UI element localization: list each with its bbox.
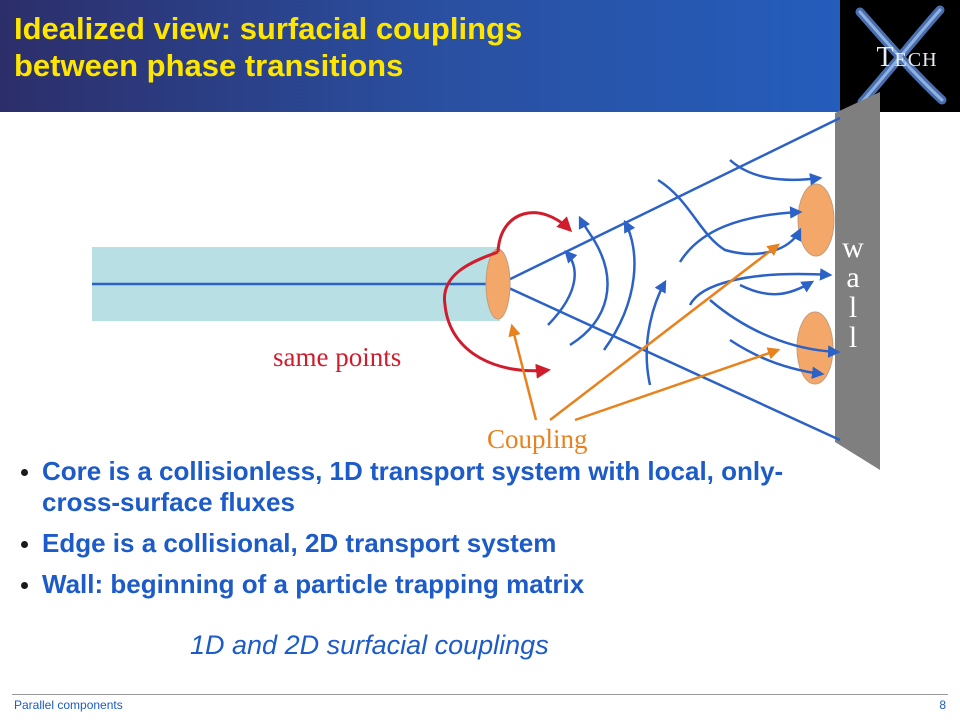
wall-letter-l1: l (848, 291, 858, 324)
logo-wordmark: TECH (862, 42, 952, 74)
coupling-label: Coupling (487, 424, 588, 454)
bullet-core: Core is a collisionless, 1D transport sy… (18, 456, 848, 518)
coupling-arrow-wall-upper (549, 243, 780, 421)
bullet-dot-icon (21, 582, 28, 589)
wall-slab (835, 92, 880, 470)
title-line-2: between phase transitions (14, 48, 404, 83)
flux-line-7 (645, 279, 667, 386)
logo-first-letter: T (876, 42, 895, 73)
footer-divider (12, 694, 948, 695)
flux-line-3 (602, 219, 636, 351)
bullet-edge: Edge is a collisional, 2D transport syst… (18, 528, 848, 559)
wall-letter-l2: l (848, 321, 858, 354)
flux-line-11 (729, 338, 825, 379)
bullet-text: Edge is a collisional, 2D transport syst… (42, 528, 557, 558)
wall-interface-upper (797, 183, 835, 257)
coupling-arrow-wall-lower (574, 347, 781, 422)
same-points-arrow-upper (496, 211, 573, 253)
flux-line-8 (709, 299, 841, 358)
edge-upper-boundary (499, 116, 841, 286)
flux-line-10 (729, 159, 823, 186)
wall-letter-a: a (846, 261, 860, 294)
bullet-text: Core is a collisionless, 1D transport sy… (42, 456, 784, 517)
slide-title: Idealized view: surfacial couplings betw… (14, 10, 814, 84)
edge-lower-boundary (499, 282, 841, 442)
couplings-subtitle: 1D and 2D surfacial couplings (190, 630, 549, 660)
bullet-dot-icon (21, 469, 28, 476)
bullet-wall: Wall: beginning of a particle trapping m… (18, 569, 848, 600)
core-edge-interface (485, 248, 511, 320)
logo-rest-letters: ECH (894, 49, 938, 71)
flux-line-5 (678, 206, 803, 263)
bullet-dot-icon (21, 541, 28, 548)
flux-line-9 (739, 280, 815, 296)
title-line-1: Idealized view: surfacial couplings (14, 11, 523, 46)
coupling-arrow-core (508, 323, 538, 421)
footer-section-title: Parallel components (14, 698, 123, 712)
xtech-logo: TECH (840, 0, 960, 112)
slide-number: 8 (939, 698, 946, 712)
bullet-list: Core is a collisionless, 1D transport sy… (18, 456, 848, 610)
title-bar: Idealized view: surfacial couplings betw… (0, 0, 960, 112)
same-points-label: same points (273, 342, 402, 372)
same-points-arrow-lower (443, 250, 551, 379)
wall-letter-w: w (842, 231, 864, 264)
flux-line-1 (547, 250, 578, 326)
flux-line-4 (657, 178, 802, 256)
flux-line-2 (569, 215, 609, 347)
coupling-arrows (508, 243, 781, 422)
flux-lines (547, 159, 841, 386)
bullet-text: Wall: beginning of a particle trapping m… (42, 569, 585, 599)
x-logo-icon (855, 5, 947, 107)
